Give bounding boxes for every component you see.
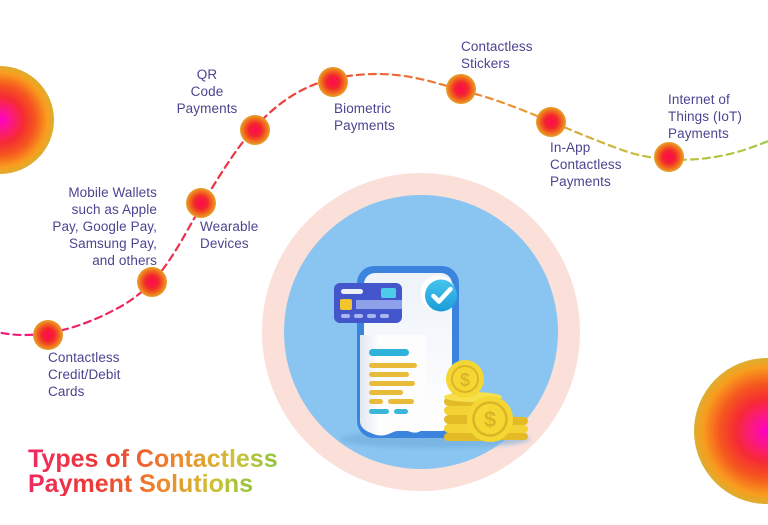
timeline-dot-wearable-devices [186,188,216,218]
node-label-biometric-payments: Biometric Payments [334,101,395,133]
timeline-dot-biometric [318,67,348,97]
node-label-wearable-devices: Wearable Devices [200,219,259,251]
dollar-coin-icon: $ [446,360,484,398]
timeline-dot-stickers [446,74,476,104]
svg-text:$: $ [460,370,470,390]
timeline-dot-contactless-cards [33,320,63,350]
credit-card-icon [334,283,402,323]
timeline-dot-qr-code [240,115,270,145]
node-label-mobile-wallets: Mobile Wallets such as Apple Pay, Google… [52,185,157,268]
timeline-dot-in-app [536,107,566,137]
center-illustration: $ $ [262,173,580,491]
timeline-dot-mobile-wallets [137,267,167,297]
node-label-internet-of-things-payments: Internet of Things (IoT) Payments [668,92,742,141]
timeline-dot-iot [654,142,684,172]
title-line-2: Payment Solutions [28,469,254,498]
node-label-in-app-contactless-payments: In-App Contactless Payments [550,140,622,189]
receipt-icon [360,335,426,436]
page-title: Types of Contactless Payment Solutions [28,447,278,496]
svg-text:$: $ [484,407,496,432]
node-label-contactless-credit-debit-cards: Contactless Credit/Debit Cards [48,350,121,399]
checkmark-badge-icon [420,275,457,312]
node-label-qr-code-payments: QR Code Payments [176,67,238,116]
title-line-1: Types of Contactless [28,445,278,473]
dollar-coin-icon: $ [467,396,513,442]
node-label-contactless-stickers: Contactless Stickers [461,39,533,71]
